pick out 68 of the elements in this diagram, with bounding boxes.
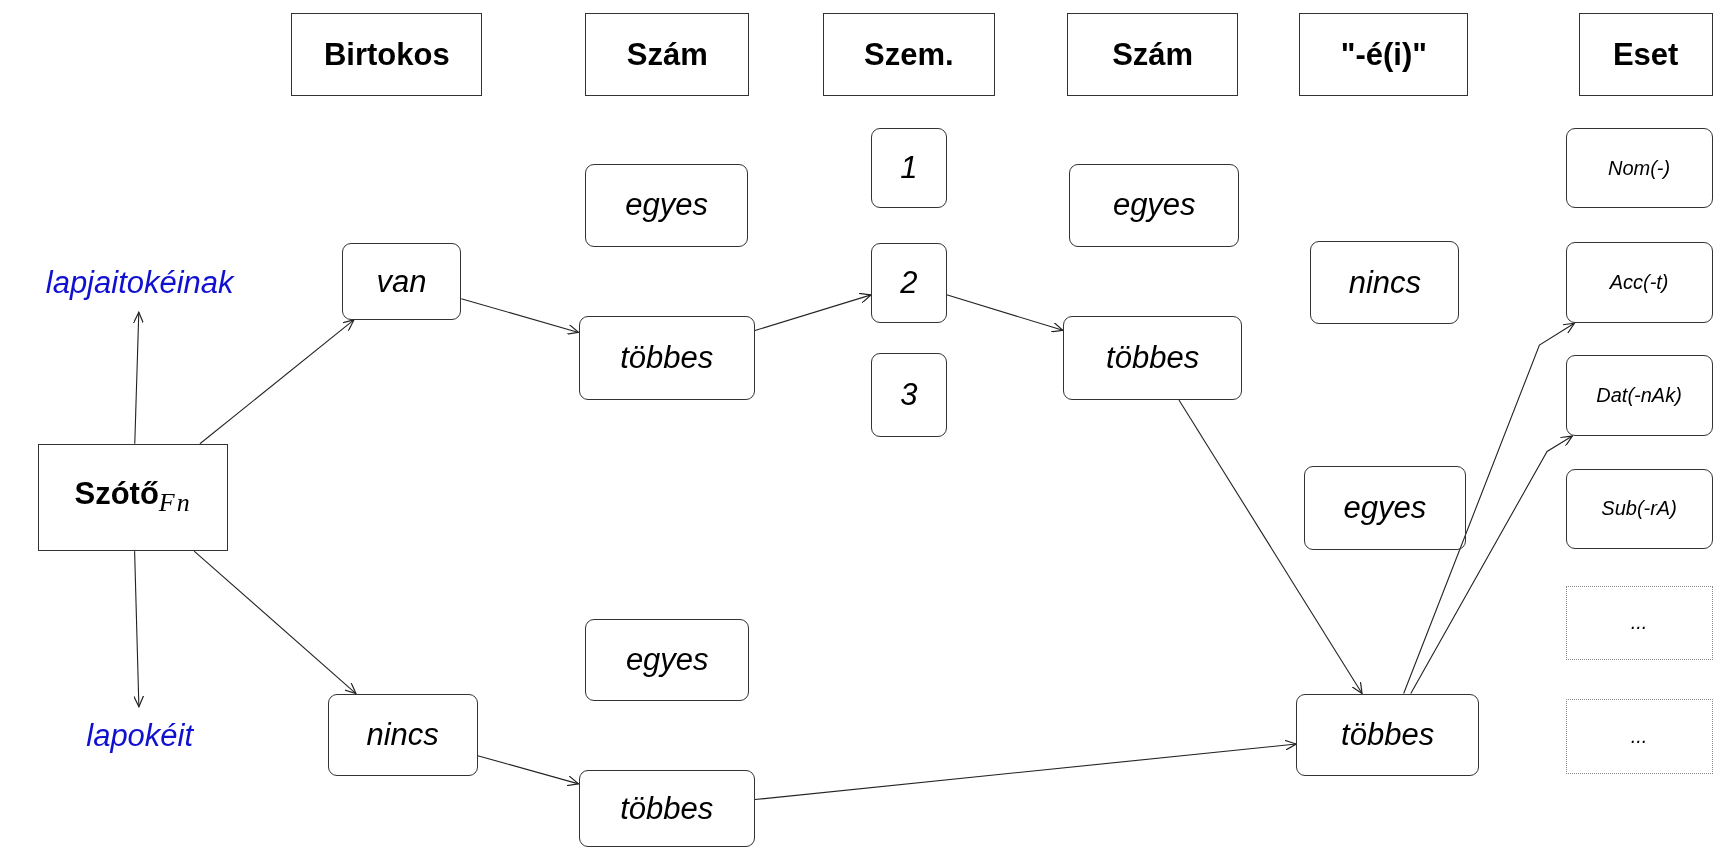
value-box (871, 352, 947, 438)
value-box (871, 243, 947, 324)
header-label: Eset (1612, 36, 1679, 73)
case-label: Nom(-) (1608, 156, 1671, 180)
header-label: "-é(i)" (1340, 36, 1427, 73)
value-label: többes (1341, 716, 1435, 753)
value-box (1303, 465, 1466, 550)
value-box (1310, 241, 1460, 325)
arrow (193, 550, 357, 695)
placeholder-box (1565, 699, 1713, 774)
case-box (1565, 128, 1713, 209)
header-box (1299, 13, 1469, 97)
value-box (871, 128, 947, 209)
value-box (1069, 164, 1240, 247)
value-box (585, 164, 749, 247)
arrow (1403, 322, 1575, 695)
case-box (1565, 468, 1713, 549)
header-box (822, 13, 995, 97)
word-form-label: lapjaitokéinak (10, 254, 269, 313)
header-label: Szám (1112, 36, 1194, 73)
arrow (460, 298, 580, 335)
value-label: többes (620, 790, 714, 827)
header-label: Szám (626, 36, 708, 73)
header-box (1067, 13, 1239, 97)
arrow (199, 319, 355, 445)
header-box (1578, 13, 1713, 97)
arrow (133, 550, 145, 708)
value-label: egyes (1343, 489, 1427, 526)
value-label: egyes (625, 187, 709, 224)
case-label: Dat(-nAk) (1596, 384, 1682, 407)
value-label: egyes (1112, 187, 1196, 224)
root-label: Szótő$_{Fn}$ (74, 476, 192, 519)
placeholder-box (1565, 586, 1713, 660)
arrow (132, 311, 145, 445)
placeholder-label: ... (1630, 611, 1648, 635)
value-label: 2 (900, 265, 918, 302)
value-box (341, 243, 462, 320)
value-label: 1 (900, 150, 918, 187)
placeholder-label: ... (1630, 724, 1648, 748)
arrow (754, 739, 1297, 801)
header-box (585, 13, 750, 97)
word-form-label: lapokéit (43, 706, 236, 765)
arrow (946, 294, 1064, 333)
value-label: többes (620, 339, 714, 376)
case-label: Acc(-t) (1609, 271, 1669, 295)
value-box (585, 619, 750, 702)
header-label: Birtokos (323, 36, 450, 73)
arrow (1178, 399, 1363, 695)
header-label: Szem. (864, 36, 954, 73)
value-box (578, 770, 755, 847)
arrow (1410, 435, 1573, 695)
arrow (754, 292, 872, 332)
value-box (1062, 315, 1243, 400)
case-box (1565, 355, 1713, 437)
value-label: van (376, 263, 427, 300)
root-box (38, 443, 228, 552)
value-box (1296, 693, 1480, 776)
arrow (477, 755, 580, 787)
case-box (1565, 242, 1713, 324)
value-label: nincs (366, 716, 439, 753)
header-box (291, 13, 483, 97)
case-label: Sub(-rA) (1601, 497, 1677, 521)
value-label: nincs (1348, 264, 1422, 301)
value-label: többes (1106, 339, 1200, 376)
value-box (327, 693, 478, 776)
value-label: egyes (625, 642, 709, 679)
value-label: 3 (900, 376, 918, 413)
value-box (578, 315, 755, 400)
